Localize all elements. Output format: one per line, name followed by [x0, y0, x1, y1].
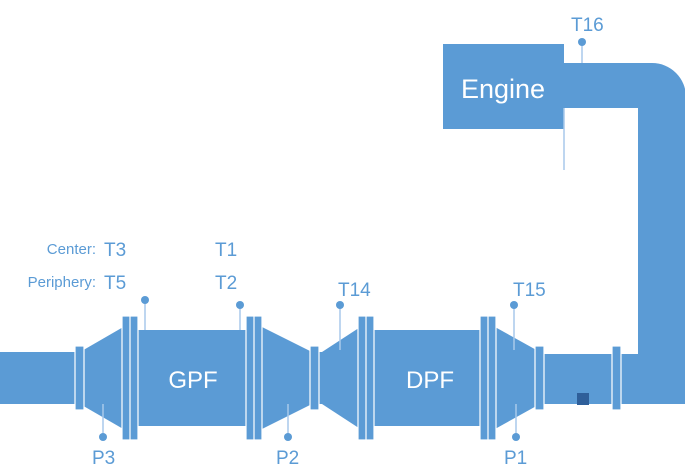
- periphery-label: Periphery:: [28, 274, 96, 291]
- sensor-marker: [577, 393, 589, 405]
- gpf-outlet-cone: [252, 322, 312, 434]
- p3-label: P3: [92, 448, 115, 468]
- sensor-dot: [236, 301, 244, 309]
- t5-label: T5: [104, 273, 126, 294]
- flanges: [74, 315, 622, 441]
- t2-label: T2: [215, 273, 237, 294]
- engine-block: [443, 44, 564, 129]
- sensor-dot: [336, 301, 344, 309]
- t15-label: T15: [513, 280, 546, 301]
- engine-outlet-pipe: [564, 63, 685, 404]
- t3-label: T3: [104, 240, 126, 261]
- sensor-dot: [141, 296, 149, 304]
- flange: [534, 345, 545, 411]
- t1-label: T1: [215, 240, 237, 261]
- gpf-body: [132, 330, 252, 426]
- sensor-dot: [510, 301, 518, 309]
- dpf-outlet-cone: [486, 322, 540, 434]
- inlet-pipe: [0, 352, 80, 404]
- t16-label: T16: [571, 15, 604, 36]
- dpf-inlet-cone: [322, 322, 368, 434]
- engine-label: Engine: [461, 74, 545, 104]
- dpf-body: [368, 330, 486, 426]
- gpf-label: GPF: [168, 367, 217, 394]
- p2-label: P2: [276, 448, 299, 468]
- sensor-dot: [284, 433, 292, 441]
- sensor-dot: [578, 38, 586, 46]
- t14-label: T14: [338, 280, 371, 301]
- sensor-dots: [99, 38, 586, 441]
- flange: [309, 345, 320, 411]
- sensor-dot: [512, 433, 520, 441]
- p1-label: P1: [504, 448, 527, 468]
- flange: [74, 345, 85, 411]
- center-label: Center:: [47, 241, 96, 258]
- flange: [611, 345, 622, 411]
- dpf-label: DPF: [406, 367, 454, 394]
- sensor-dot: [99, 433, 107, 441]
- gpf-inlet-cone: [80, 322, 132, 434]
